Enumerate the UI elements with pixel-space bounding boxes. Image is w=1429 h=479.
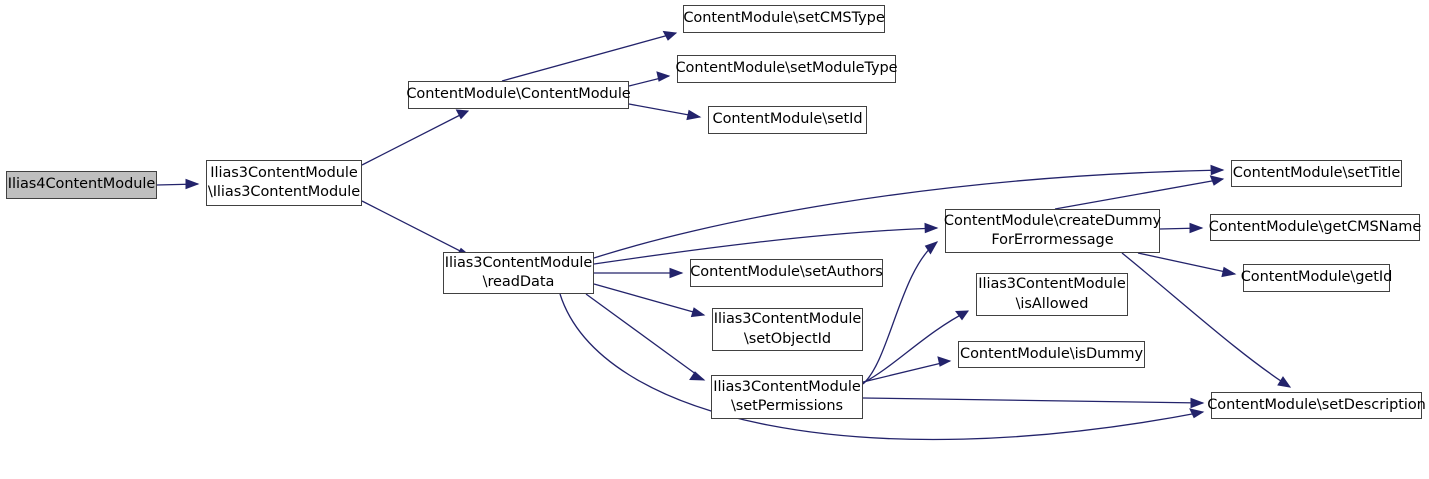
edge-n6-to-n8 bbox=[593, 283, 706, 318]
graph-node-label: Ilias3ContentModule \setPermissions bbox=[713, 378, 861, 414]
graph-node-n4[interactable]: ContentModule\setModuleType bbox=[675, 55, 898, 83]
graph-node-n7[interactable]: ContentModule\setAuthors bbox=[690, 259, 883, 287]
graph-node-n15[interactable]: ContentModule\getId bbox=[1240, 264, 1393, 292]
arrowhead-icon bbox=[1189, 408, 1205, 419]
graph-node-n3[interactable]: ContentModule\setCMSType bbox=[683, 5, 885, 33]
edge-n10-to-n14 bbox=[1159, 222, 1204, 234]
graph-node-label: Ilias4ContentModule bbox=[7, 176, 156, 193]
edge-n9-to-n11 bbox=[862, 310, 969, 384]
arrowhead-icon bbox=[937, 356, 952, 367]
edge-n10-to-n15 bbox=[1137, 252, 1237, 278]
arrowhead-icon bbox=[1190, 397, 1205, 409]
graph-node-n11[interactable]: Ilias3ContentModule \isAllowed bbox=[976, 273, 1128, 316]
graph-node-label: ContentModule\isDummy bbox=[960, 345, 1143, 362]
arrowhead-icon bbox=[455, 109, 470, 120]
edge-n10-to-n13 bbox=[1054, 175, 1225, 210]
graph-node-label: Ilias3ContentModule \readData bbox=[444, 254, 593, 290]
graph-node-n13[interactable]: ContentModule\setTitle bbox=[1231, 160, 1402, 187]
edge-n1-to-n6 bbox=[361, 200, 472, 258]
graph-node-label: ContentModule\getId bbox=[1240, 269, 1393, 286]
arrowhead-icon bbox=[924, 241, 939, 255]
edge-n6-to-n9 bbox=[585, 293, 706, 381]
edge-n6-to-n13 bbox=[593, 164, 1225, 259]
graph-node-n12[interactable]: ContentModule\isDummy bbox=[958, 341, 1145, 368]
graph-node-n6[interactable]: Ilias3ContentModule \readData bbox=[443, 252, 594, 294]
arrowhead-icon bbox=[1221, 266, 1237, 278]
arrowhead-icon bbox=[1210, 164, 1225, 176]
edge-n2-to-n5 bbox=[628, 103, 702, 121]
graph-node-n5[interactable]: ContentModule\setId bbox=[708, 106, 867, 134]
graph-node-label: ContentModule\setId bbox=[712, 111, 863, 128]
graph-node-n1[interactable]: Ilias3ContentModule \Ilias3ContentModule bbox=[206, 160, 362, 206]
graph-node-label: ContentModule\setAuthors bbox=[690, 264, 883, 281]
edge-n0-to-n1 bbox=[156, 178, 200, 190]
graph-node-label: Ilias3ContentModule \isAllowed bbox=[978, 276, 1126, 312]
graph-node-n0[interactable]: Ilias4ContentModule bbox=[6, 171, 157, 199]
arrowhead-icon bbox=[656, 71, 671, 82]
edge-n6-to-n10 bbox=[593, 222, 939, 265]
arrowhead-icon bbox=[1209, 175, 1225, 186]
arrowhead-icon bbox=[1189, 222, 1204, 234]
edge-n1-to-n2 bbox=[361, 109, 470, 166]
edge-n2-to-n4 bbox=[628, 71, 671, 87]
edge-n6-to-n16 bbox=[559, 293, 1205, 441]
graph-node-n9[interactable]: Ilias3ContentModule \setPermissions bbox=[711, 375, 863, 419]
graph-node-n2[interactable]: ContentModule\ContentModule bbox=[406, 81, 631, 109]
arrowhead-icon bbox=[924, 222, 939, 234]
graph-node-label: ContentModule\ContentModule bbox=[406, 86, 631, 103]
edge-n9-to-n12 bbox=[862, 356, 952, 383]
arrowhead-icon bbox=[690, 307, 706, 318]
arrowhead-icon bbox=[662, 30, 678, 41]
graph-node-label: ContentModule\getCMSName bbox=[1208, 218, 1422, 235]
edge-n2-to-n3 bbox=[501, 30, 678, 82]
graph-node-n10[interactable]: ContentModule\createDummy ForErrormessag… bbox=[943, 209, 1162, 253]
edge-n9-to-n10 bbox=[862, 241, 939, 385]
arrowhead-icon bbox=[669, 267, 684, 279]
arrowhead-icon bbox=[955, 310, 969, 321]
graph-node-n8[interactable]: Ilias3ContentModule \setObjectId bbox=[712, 308, 863, 351]
edge-n9-to-n16 bbox=[862, 397, 1205, 409]
graph-node-n14[interactable]: ContentModule\getCMSName bbox=[1208, 214, 1422, 241]
arrowhead-icon bbox=[1277, 376, 1292, 388]
arrowhead-icon bbox=[686, 109, 702, 121]
graph-node-label: Ilias3ContentModule \Ilias3ContentModule bbox=[207, 164, 361, 200]
graph-node-label: ContentModule\setDescription bbox=[1207, 396, 1426, 413]
edge-n10-to-n16 bbox=[1121, 252, 1292, 388]
graph-node-label: ContentModule\createDummy ForErrormessag… bbox=[943, 212, 1162, 248]
graph-node-label: ContentModule\setCMSType bbox=[683, 10, 885, 27]
arrowhead-icon bbox=[689, 371, 706, 381]
graph-node-n16[interactable]: ContentModule\setDescription bbox=[1207, 392, 1426, 419]
edge-n6-to-n7 bbox=[594, 267, 684, 279]
arrowhead-icon bbox=[185, 178, 200, 190]
graph-node-label: ContentModule\setModuleType bbox=[675, 60, 898, 77]
graph-node-label: ContentModule\setTitle bbox=[1232, 164, 1401, 181]
graph-node-label: Ilias3ContentModule \setObjectId bbox=[713, 311, 862, 347]
